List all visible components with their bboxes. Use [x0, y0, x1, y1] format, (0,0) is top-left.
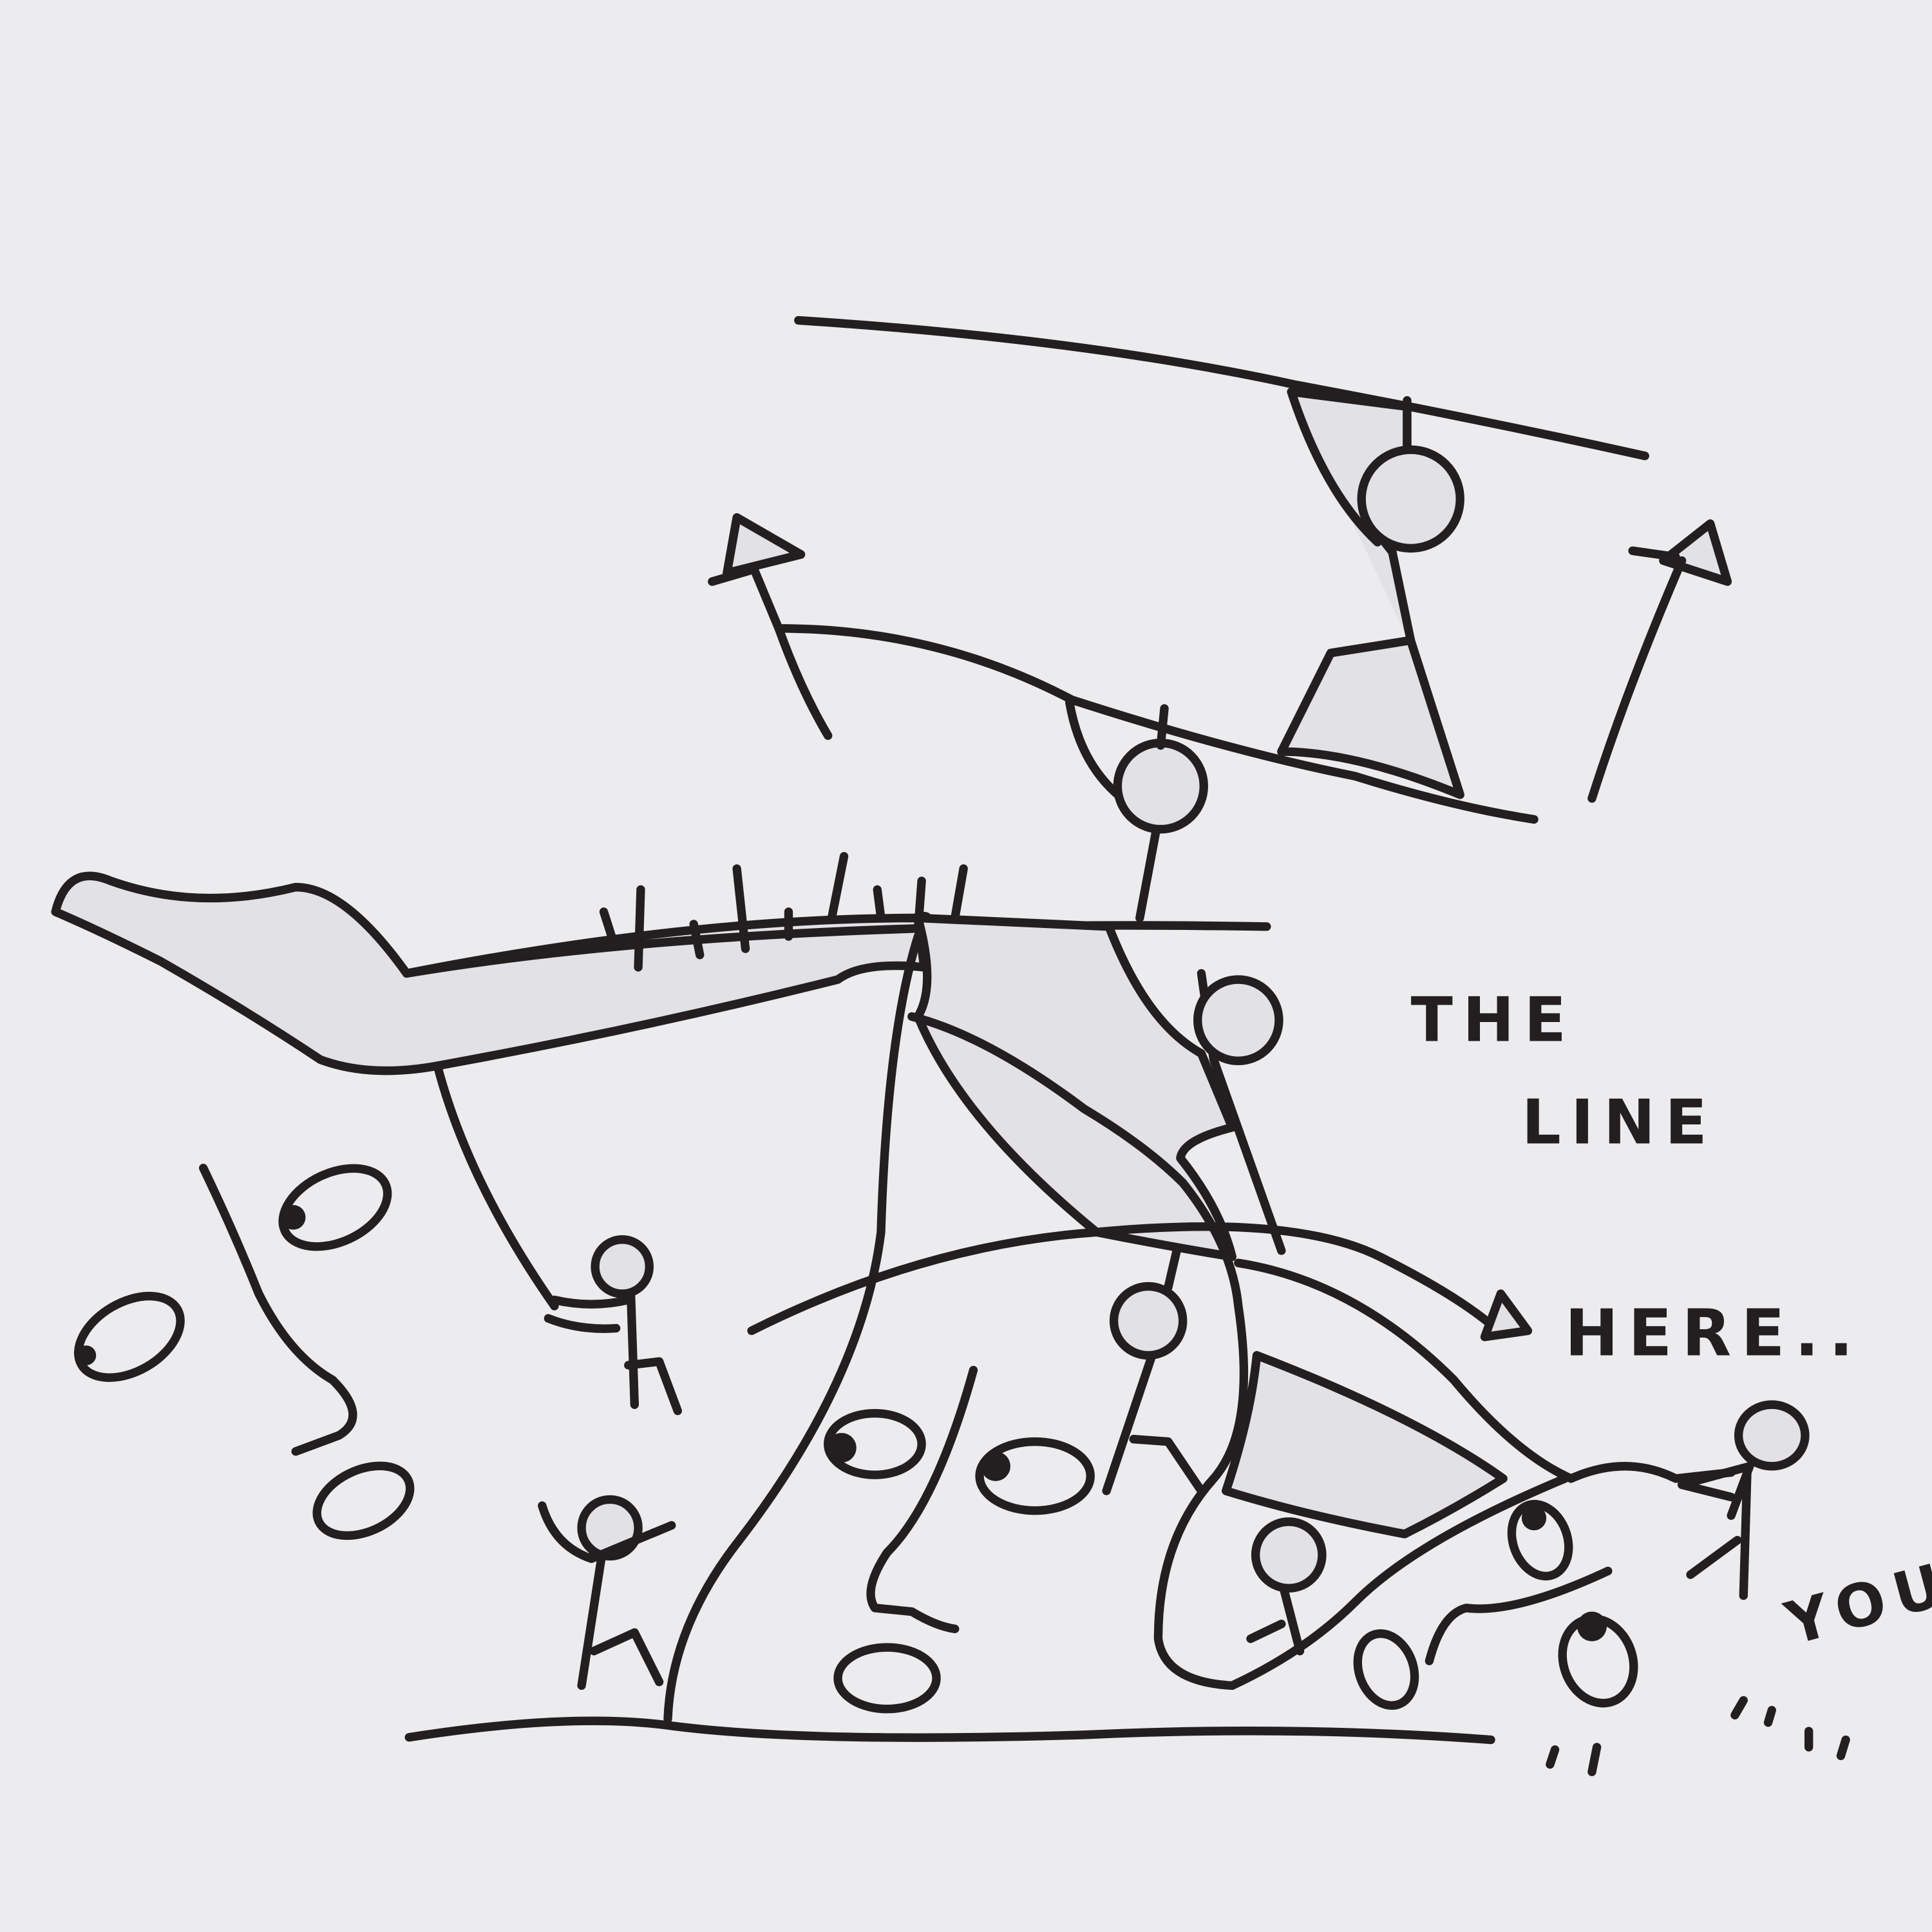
ground-line — [404, 1716, 1495, 1745]
stick-figure — [1246, 1517, 1327, 1656]
stick-figure — [1102, 1246, 1206, 1495]
caption-you: YOU — [1778, 1548, 1932, 1658]
arrow-right — [1587, 519, 1732, 803]
top-line-group — [794, 316, 1649, 799]
second-line — [774, 624, 1539, 824]
middle-figure — [1065, 697, 1208, 923]
caption-line: LINE — [1522, 1086, 1717, 1159]
stick-figure-you — [1677, 1400, 1810, 1600]
stick-figure — [538, 1495, 676, 1690]
right-wedge — [1222, 1350, 1508, 1539]
caption-the: THE — [1411, 984, 1577, 1056]
central-shape — [913, 913, 1236, 1262]
figure-head — [1357, 445, 1464, 553]
quote-marks — [1546, 1696, 1850, 1776]
arrow-left — [708, 513, 833, 740]
caption-here: HERE.. — [1565, 1297, 1863, 1371]
stick-figure — [544, 1235, 682, 1416]
flag-shape — [51, 871, 929, 1075]
eyes — [73, 1164, 1638, 1714]
